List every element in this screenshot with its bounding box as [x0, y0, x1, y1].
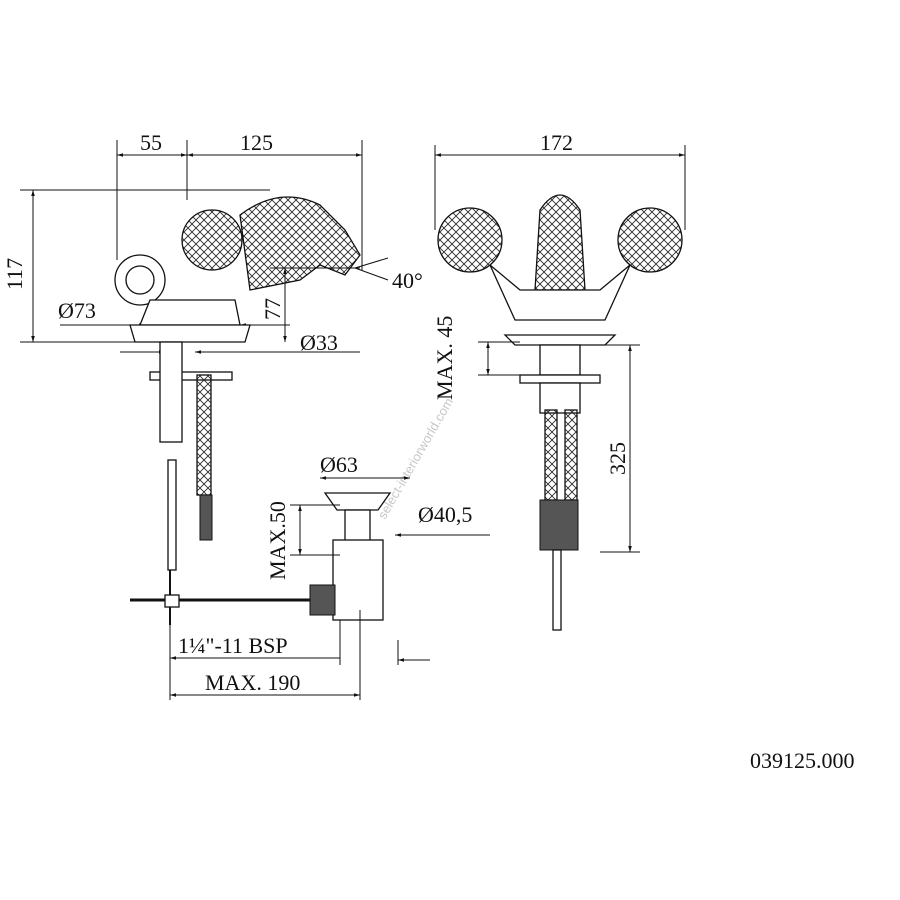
dim-172: 172	[540, 130, 573, 155]
dim-diameter-40-5: Ø40,5	[418, 502, 472, 527]
dim-55: 55	[140, 130, 162, 155]
dim-thread-bsp: 1¼"-11 BSP	[178, 633, 288, 658]
side-view: 55 125 117 Ø73 77 Ø33 40°	[2, 130, 423, 625]
dim-max-50: MAX.50	[265, 501, 290, 580]
dim-spray-angle: 40°	[392, 268, 423, 293]
dim-diameter-73: Ø73	[58, 298, 96, 323]
dim-diameter-63: Ø63	[320, 452, 358, 477]
dim-diameter-33: Ø33	[300, 330, 338, 355]
dim-77: 77	[260, 298, 285, 320]
waste-assembly: Ø63 Ø40,5 MAX.50 1¼"-11 BSP MAX. 190	[169, 452, 490, 700]
product-code: 039125.000	[750, 748, 855, 773]
dim-max-45: MAX. 45	[432, 316, 457, 400]
dim-125: 125	[240, 130, 273, 155]
dim-max-190: MAX. 190	[205, 670, 300, 695]
dim-117: 117	[2, 258, 27, 290]
dim-325: 325	[605, 442, 630, 475]
front-view: 172 MAX. 45 325	[432, 130, 686, 631]
